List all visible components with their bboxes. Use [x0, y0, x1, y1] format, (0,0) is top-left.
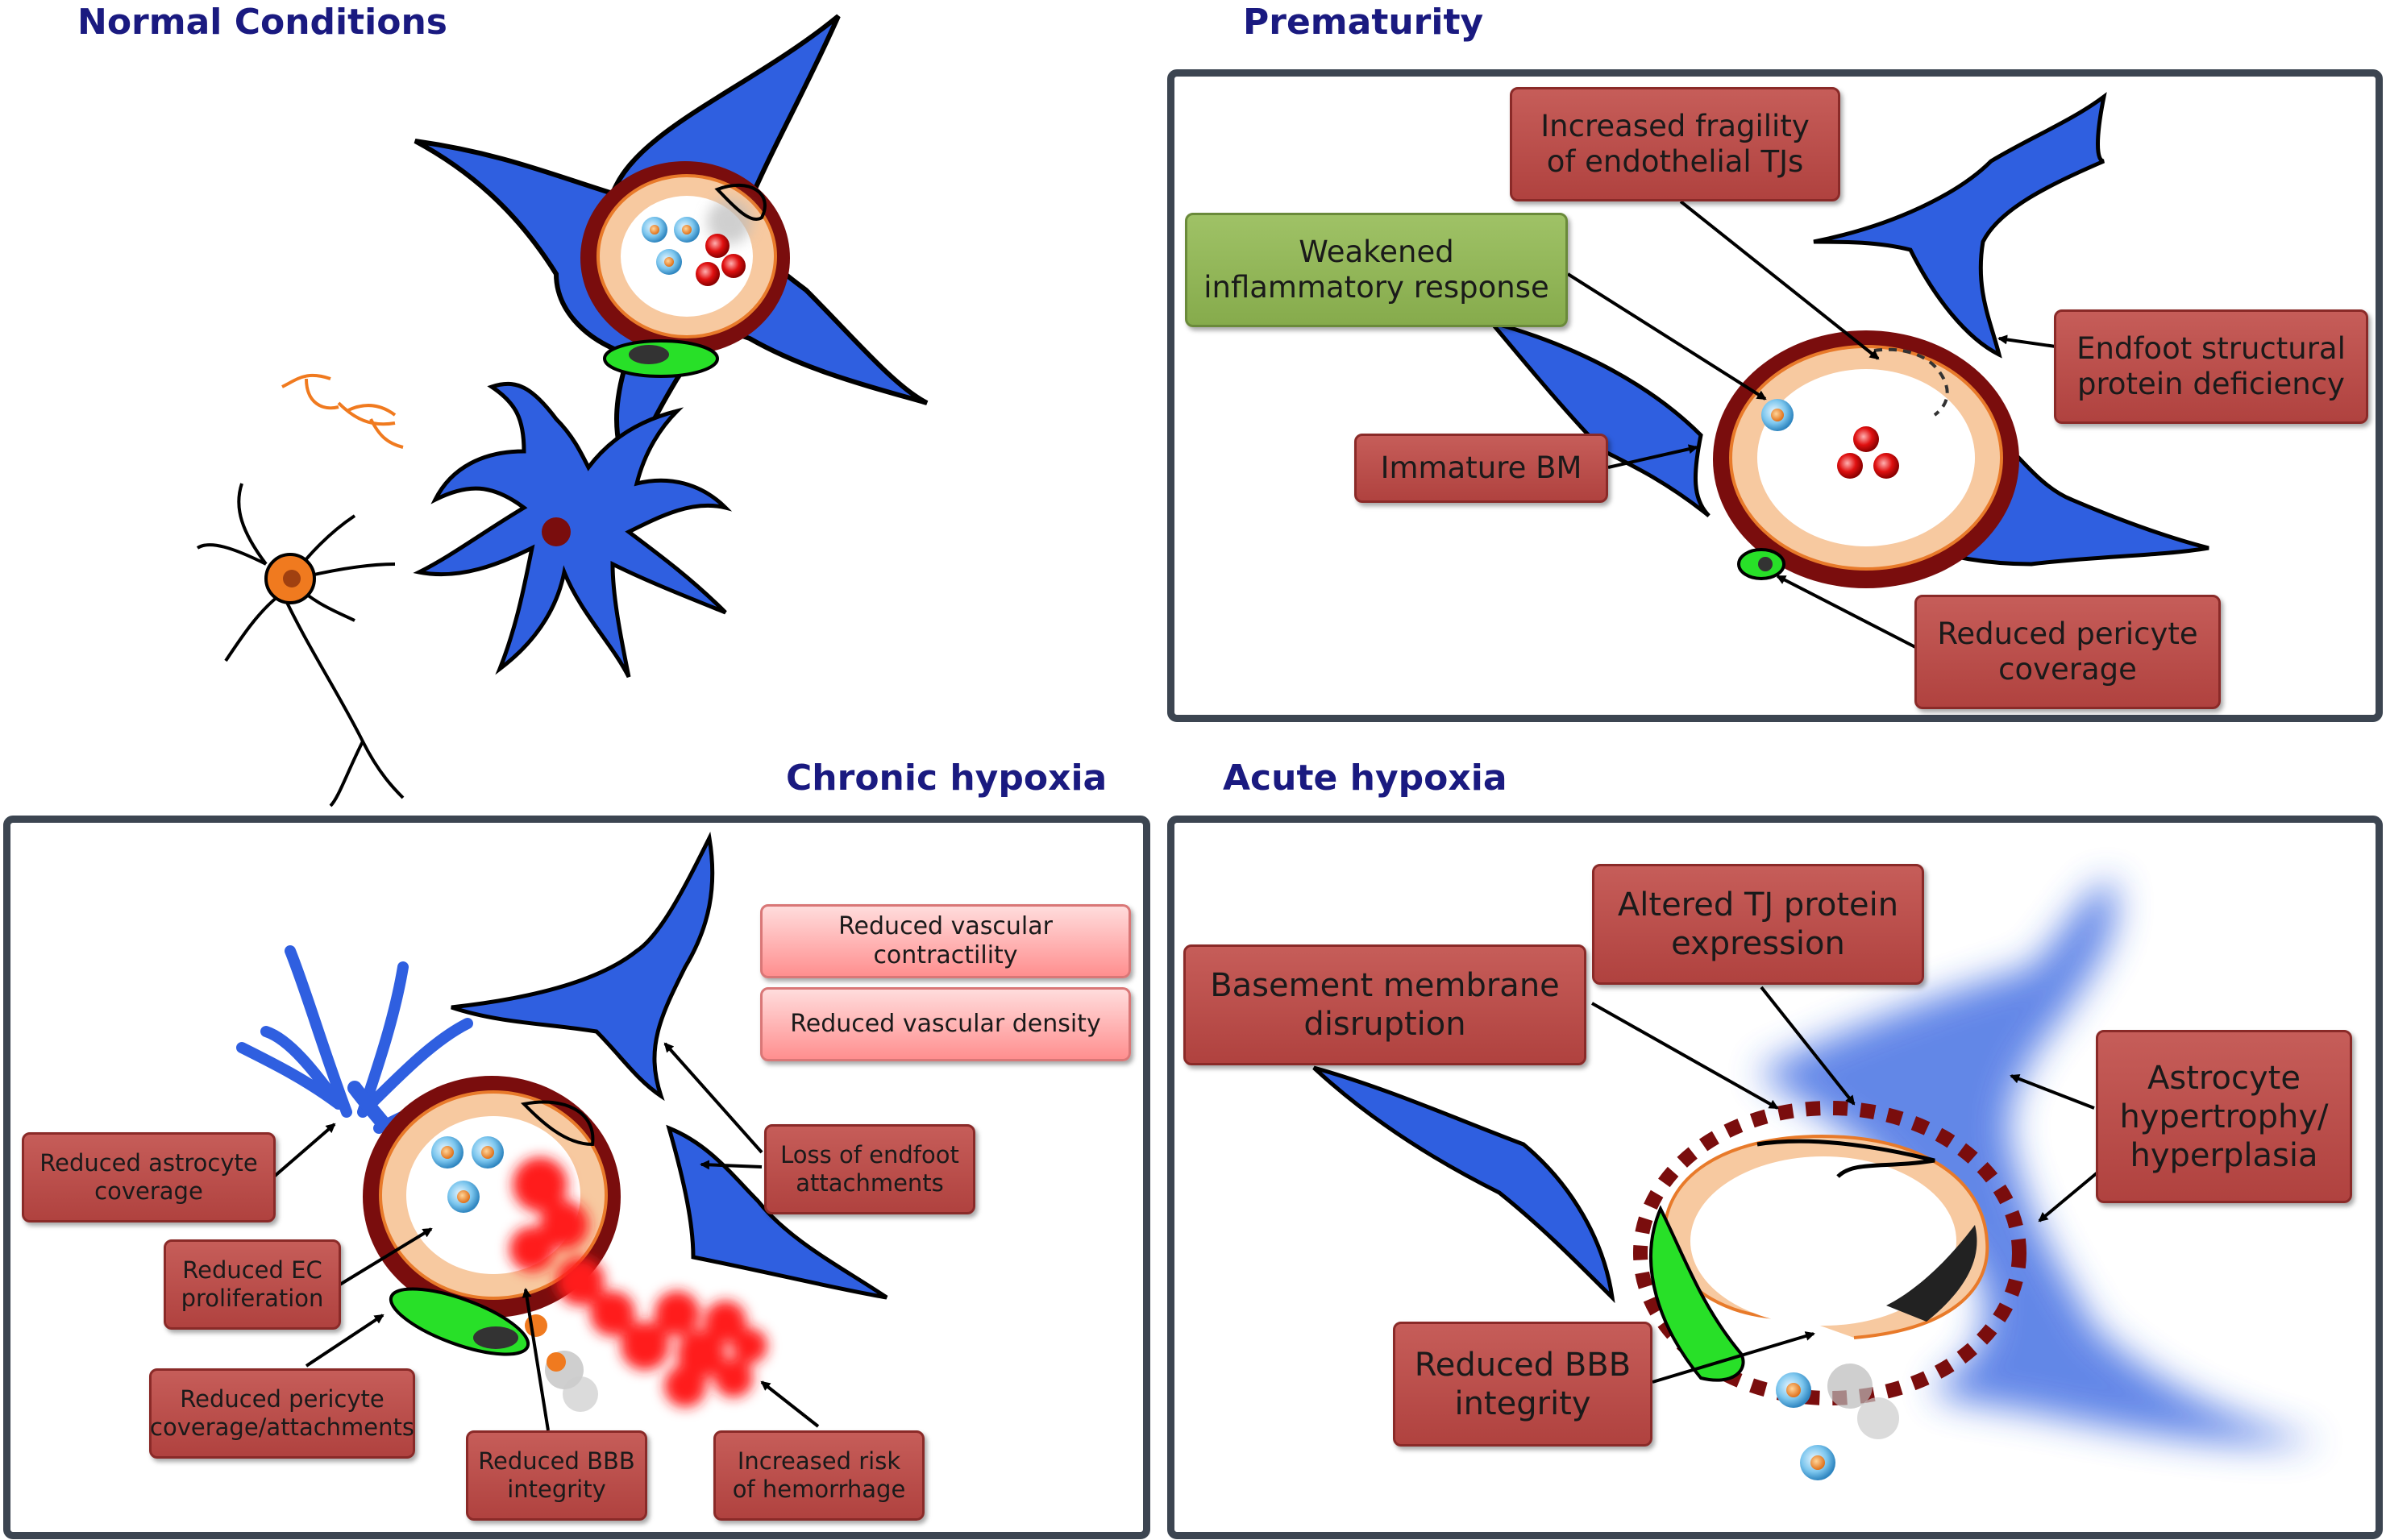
neuron — [196, 483, 405, 807]
label-reduced-bbb-integrity-acute: Reduced BBB integrity — [1393, 1322, 1652, 1447]
astrocyte-star — [236, 945, 481, 1134]
title-prematurity: Prematurity — [1243, 2, 1484, 43]
label-astrocyte-hypertrophy: Astrocyte hypertrophy/ hyperplasia — [2096, 1030, 2352, 1203]
astrocyte-endfoot-left — [1312, 1065, 1615, 1304]
hemorrhage-blur — [509, 1157, 767, 1407]
label-endothelial-tj-fragility: Increased fragility of endothelial TJs — [1510, 87, 1840, 201]
label-reduced-pericyte-attachments: Reduced pericyte coverage/attachments — [149, 1368, 415, 1459]
astrocyte-endfoot-top — [1813, 92, 2107, 359]
title-normal-conditions: Normal Conditions — [77, 2, 447, 43]
astrocyte-endfoot-left — [1485, 318, 1711, 517]
label-reduced-bbb-integrity: Reduced BBB integrity — [466, 1430, 647, 1521]
label-altered-tj-protein-expression: Altered TJ protein expression — [1592, 864, 1924, 985]
title-chronic-hypoxia: Chronic hypoxia — [786, 758, 1108, 799]
vessel-wall-disrupted — [1633, 1101, 2026, 1405]
label-immature-bm: Immature BM — [1354, 434, 1608, 503]
chronic-illustration — [236, 832, 888, 1431]
label-weakened-inflammatory-response: Weakened inflammatory response — [1185, 213, 1568, 327]
prematurity-panel — [1167, 69, 2383, 722]
pericyte — [1649, 1205, 1745, 1382]
acute-hypoxia-panel — [1167, 816, 2383, 1539]
astrocyte-endfoot-top — [451, 832, 715, 1102]
label-basement-membrane-disruption: Basement membrane disruption — [1183, 944, 1586, 1065]
prematurity-illustration — [1485, 92, 2209, 650]
astrocyte-hypertrophy-glow — [1757, 878, 2322, 1445]
chronic-hypoxia-panel — [3, 816, 1150, 1539]
astrocyte-endfoot-right — [666, 1124, 888, 1300]
label-reduced-pericyte-coverage: Reduced pericyte coverage — [1914, 595, 2221, 709]
label-reduced-astrocyte-coverage: Reduced astrocyte coverage — [22, 1132, 276, 1222]
astrocyte-star — [413, 381, 733, 679]
normal-illustration — [196, 14, 929, 807]
label-increased-risk-hemorrhage: Increased risk of hemorrhage — [713, 1430, 925, 1521]
title-acute-hypoxia: Acute hypoxia — [1223, 758, 1507, 799]
label-reduced-ec-proliferation: Reduced EC proliferation — [164, 1239, 341, 1330]
acute-illustration — [1312, 878, 2322, 1480]
label-reduced-vascular-density: Reduced vascular density — [760, 987, 1131, 1061]
label-loss-of-endfoot-attachments: Loss of endfoot attachments — [764, 1124, 975, 1214]
label-reduced-vascular-contractility: Reduced vascular contractility — [760, 904, 1131, 978]
label-endfoot-protein-deficiency: Endfoot structural protein deficiency — [2054, 309, 2368, 424]
